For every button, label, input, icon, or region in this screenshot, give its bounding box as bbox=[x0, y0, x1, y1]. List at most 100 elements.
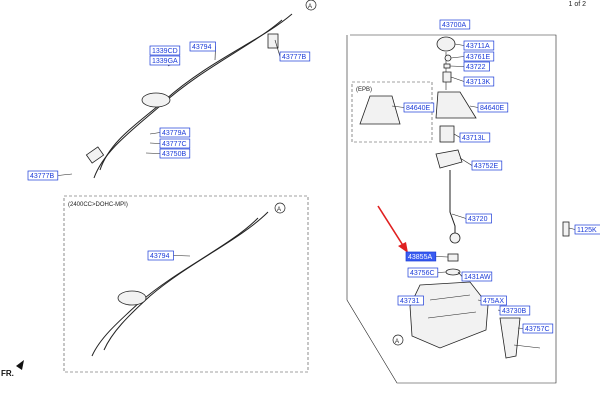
callout-box[interactable] bbox=[403, 102, 435, 113]
callout-leader bbox=[149, 142, 161, 144]
part-number-43731[interactable]: 43731 bbox=[400, 298, 420, 305]
callout-leader bbox=[149, 132, 161, 135]
callout-box[interactable] bbox=[159, 148, 191, 159]
part-number-1339GA[interactable]: 1339GA bbox=[152, 58, 178, 65]
part-number-84640E-b[interactable]: 84640E bbox=[480, 105, 504, 112]
callout-leader bbox=[568, 227, 576, 230]
part-number-1431AW[interactable]: 1431AW bbox=[464, 274, 491, 281]
callout-leader bbox=[477, 299, 482, 301]
callout-box[interactable] bbox=[477, 102, 509, 113]
part-number-43757C[interactable]: 43757C bbox=[525, 326, 550, 333]
callout-box[interactable] bbox=[147, 250, 174, 261]
grommet-part bbox=[141, 92, 171, 108]
pointer-arrow-head bbox=[398, 242, 408, 253]
part-number-43720[interactable]: 43720 bbox=[468, 216, 488, 223]
part-number-43794-top[interactable]: 43794 bbox=[192, 44, 212, 51]
callout-box[interactable] bbox=[405, 251, 437, 262]
callout-leader bbox=[57, 173, 73, 176]
part-number-43750B[interactable]: 43750B bbox=[162, 151, 186, 158]
shift-boot-part bbox=[435, 91, 477, 119]
callout-box[interactable] bbox=[499, 305, 531, 316]
callout-leader bbox=[435, 256, 449, 258]
part-number-43777C[interactable]: 43777C bbox=[162, 141, 187, 148]
ref-circle-top bbox=[305, 0, 317, 11]
callout-box[interactable] bbox=[27, 170, 59, 181]
variant-cable-b bbox=[91, 217, 259, 357]
part-number-43700A[interactable]: 43700A bbox=[442, 22, 466, 29]
callout-leader bbox=[391, 105, 405, 108]
bracket-clip-part bbox=[267, 33, 279, 49]
callout-leader bbox=[173, 255, 191, 257]
ring-part bbox=[444, 54, 452, 62]
part-number-43713L[interactable]: 43713L bbox=[462, 135, 485, 142]
variant-grommet-part bbox=[117, 290, 147, 306]
callout-box[interactable] bbox=[463, 61, 490, 72]
callout-box[interactable] bbox=[439, 19, 471, 30]
callout-box[interactable] bbox=[461, 271, 493, 282]
callout-box[interactable] bbox=[463, 76, 495, 87]
callout-box[interactable] bbox=[471, 160, 503, 171]
callout-box[interactable] bbox=[159, 138, 191, 149]
part-number-1339CD[interactable]: 1339CD bbox=[152, 48, 178, 55]
bolt-part bbox=[562, 221, 570, 237]
part-number-43722[interactable]: 43722 bbox=[466, 64, 486, 71]
callout-box[interactable] bbox=[465, 213, 492, 224]
page-indicator: 1 of 2 bbox=[568, 1, 586, 8]
callout-leader bbox=[450, 76, 465, 82]
part-number-43713K[interactable]: 43713K bbox=[466, 79, 490, 86]
part-number-43779A[interactable]: 43779A bbox=[162, 130, 186, 137]
clip-part bbox=[443, 63, 451, 69]
part-number-43777B-a[interactable]: 43777B bbox=[282, 54, 306, 61]
callout-box[interactable] bbox=[407, 267, 439, 278]
part-number-43752E[interactable]: 43752E bbox=[474, 163, 498, 170]
callout-box[interactable] bbox=[463, 40, 495, 51]
direction-arrow bbox=[16, 360, 24, 370]
part-number-43761E[interactable]: 43761E bbox=[466, 54, 490, 61]
part-number-43756C[interactable]: 43756C bbox=[410, 270, 435, 277]
callout-box[interactable] bbox=[149, 45, 181, 56]
callout-leader bbox=[469, 105, 479, 108]
pointer-arrow bbox=[377, 205, 405, 248]
epb-boot-part bbox=[359, 95, 401, 125]
part-number-84640E-a[interactable]: 84640E bbox=[406, 105, 430, 112]
bushing-part bbox=[447, 253, 459, 262]
callout-leader bbox=[457, 271, 463, 277]
ref-marker-top: A bbox=[308, 4, 312, 10]
ref-circle-mid bbox=[274, 202, 286, 214]
part-number-1125K[interactable]: 1125K bbox=[577, 227, 597, 234]
part-number-43794-bottom[interactable]: 43794 bbox=[150, 253, 170, 260]
ref-circle-right bbox=[392, 334, 404, 346]
engine-note: (2400CC>DOHC-MPI) bbox=[68, 202, 128, 208]
part-number-43711A[interactable]: 43711A bbox=[466, 43, 490, 50]
part-number-475AX[interactable]: 475AX bbox=[483, 298, 504, 305]
spring-part bbox=[442, 71, 452, 83]
part-number-43777B-b[interactable]: 43777B bbox=[30, 173, 54, 180]
callout-box[interactable] bbox=[189, 41, 216, 52]
variant-cable-a bbox=[103, 211, 269, 351]
ref-marker-right: A bbox=[395, 339, 399, 345]
lever-ball-part bbox=[449, 232, 461, 244]
callout-leader bbox=[145, 152, 161, 154]
base-ribs bbox=[427, 294, 477, 319]
callout-leader bbox=[453, 133, 461, 138]
part-number-43730B[interactable]: 43730B bbox=[502, 308, 526, 315]
callout-box[interactable] bbox=[149, 55, 181, 66]
part-number-43855A[interactable]: 43855A bbox=[408, 254, 432, 261]
callout-box[interactable] bbox=[459, 132, 491, 143]
callout-box[interactable] bbox=[279, 51, 311, 62]
callout-box[interactable] bbox=[574, 224, 600, 235]
callout-box[interactable] bbox=[522, 323, 554, 334]
callout-box[interactable] bbox=[159, 127, 191, 138]
callout-box[interactable] bbox=[480, 295, 507, 306]
shift-cable-a bbox=[99, 13, 293, 171]
callout-box[interactable] bbox=[463, 51, 495, 62]
epb-label: (EPB) bbox=[356, 87, 372, 93]
shift-knob-part bbox=[436, 36, 456, 52]
callout-box[interactable] bbox=[397, 295, 424, 306]
ref-marker-mid: A bbox=[277, 207, 281, 213]
callout-leader bbox=[450, 56, 465, 59]
shifter-base-part bbox=[409, 281, 489, 349]
callout-leader bbox=[459, 157, 473, 166]
